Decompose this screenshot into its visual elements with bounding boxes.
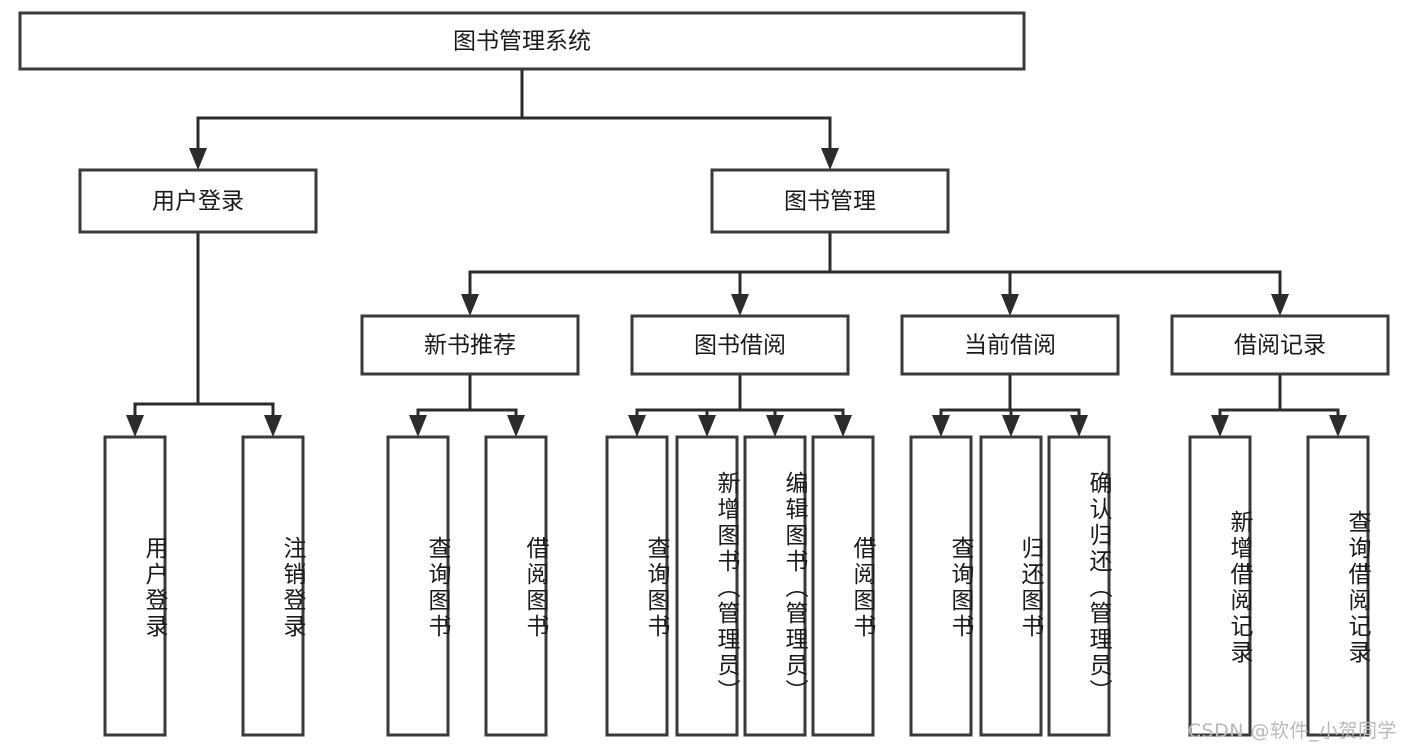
leaf-node-rect[interactable] [979, 435, 1043, 737]
arrow-head-icon [1070, 415, 1088, 437]
leaf-node-10[interactable] [1047, 435, 1111, 737]
leaf-node-12[interactable] [1306, 435, 1370, 737]
level3-node-3[interactable] [1170, 314, 1390, 376]
arrow-head-icon [932, 415, 950, 437]
arrow-head-icon [507, 415, 525, 437]
root-node-rect[interactable] [18, 11, 1026, 71]
level2-node-label-1: 图书管理 [784, 189, 876, 215]
leaf-node-5[interactable] [675, 435, 739, 737]
level3-node-rect[interactable] [1170, 314, 1390, 376]
leaf-node-rect[interactable] [1306, 435, 1370, 737]
level2-node-1[interactable] [710, 168, 950, 234]
level3-node-rect[interactable] [360, 314, 580, 376]
arrow-head-icon [264, 415, 282, 437]
level3-node-2[interactable] [900, 314, 1120, 376]
leaf-node-11[interactable] [1188, 435, 1252, 737]
leaf-node-rect[interactable] [909, 435, 973, 737]
arrow-head-icon [1271, 294, 1289, 316]
leaf-node-8[interactable] [909, 435, 973, 737]
boxes-layer [18, 11, 1390, 737]
root-node-label: 图书管理系统 [453, 29, 591, 55]
leaf-node-rect[interactable] [675, 435, 739, 737]
arrow-head-icon [461, 294, 479, 316]
leaf-node-rect[interactable] [386, 435, 450, 737]
leaf-node-4[interactable] [605, 435, 669, 737]
level3-node-label-3: 借阅记录 [1234, 333, 1326, 359]
level2-node-0[interactable] [78, 168, 318, 234]
arrow-head-icon [1211, 415, 1229, 437]
arrow-head-icon [189, 148, 207, 170]
level3-node-rect[interactable] [630, 314, 850, 376]
arrow-head-icon [766, 415, 784, 437]
level3-node-0[interactable] [360, 314, 580, 376]
leaf-node-3[interactable] [484, 435, 548, 737]
level2-node-label-0: 用户登录 [152, 189, 244, 215]
arrow-head-icon [1001, 294, 1019, 316]
arrow-head-icon [698, 415, 716, 437]
leaf-node-9[interactable] [979, 435, 1043, 737]
leaf-node-rect[interactable] [743, 435, 807, 737]
leaf-node-rect[interactable] [103, 435, 167, 737]
level3-node-label-0: 新书推荐 [424, 333, 516, 359]
arrow-head-icon [731, 294, 749, 316]
leaf-node-rect[interactable] [811, 435, 875, 737]
leaf-node-0[interactable] [103, 435, 167, 737]
level3-node-label-1: 图书借阅 [694, 333, 786, 359]
arrow-head-icon [628, 415, 646, 437]
leaf-node-rect[interactable] [605, 435, 669, 737]
arrow-head-icon [834, 415, 852, 437]
arrow-head-icon [1002, 415, 1020, 437]
root-node[interactable] [18, 11, 1026, 71]
level3-node-1[interactable] [630, 314, 850, 376]
level2-node-rect[interactable] [78, 168, 318, 234]
level2-node-rect[interactable] [710, 168, 950, 234]
leaf-node-rect[interactable] [241, 435, 305, 737]
leaf-node-rect[interactable] [1188, 435, 1252, 737]
arrow-head-icon [126, 415, 144, 437]
level3-node-rect[interactable] [900, 314, 1120, 376]
leaf-node-2[interactable] [386, 435, 450, 737]
arrow-head-icon [1329, 415, 1347, 437]
connectors-layer [126, 67, 1347, 437]
leaf-node-rect[interactable] [1047, 435, 1111, 737]
leaf-node-rect[interactable] [484, 435, 548, 737]
leaf-node-1[interactable] [241, 435, 305, 737]
arrow-head-icon [409, 415, 427, 437]
arrow-head-icon [821, 148, 839, 170]
leaf-node-6[interactable] [743, 435, 807, 737]
csdn-watermark: CSDN @软件_小贺同学 [1187, 720, 1397, 742]
leaf-node-7[interactable] [811, 435, 875, 737]
level3-node-label-2: 当前借阅 [964, 333, 1056, 359]
